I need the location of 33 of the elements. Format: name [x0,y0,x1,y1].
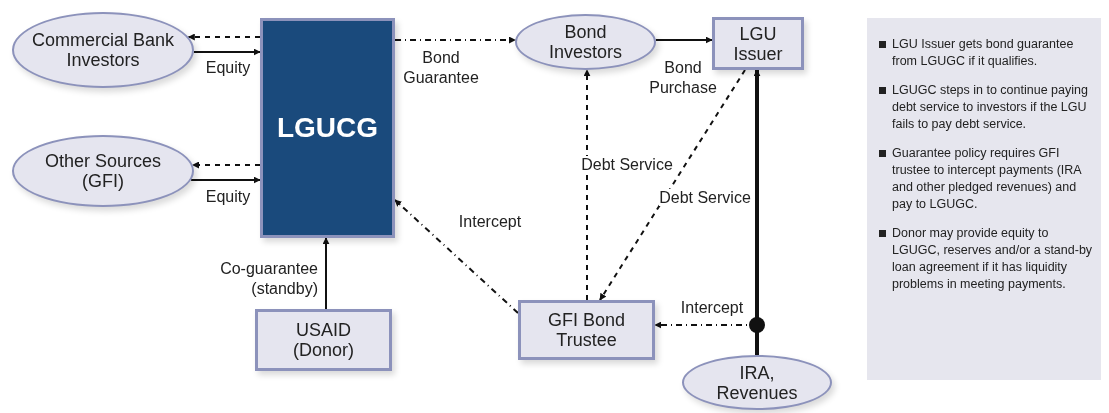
edge-label: Co-guarantee (standby) [219,259,318,299]
note-text: LGUGC steps in to continue paying debt service to investors if the LGU fails to pay debt service. [892,82,1089,133]
arrow [322,237,330,310]
arrow [654,36,713,44]
edge-label: Intercept [457,212,523,232]
process-box [712,17,804,70]
process-box [255,309,392,371]
node-label: GFI Bond Trustee [546,310,626,350]
edge-label: Debt Service [658,188,752,208]
process-box [260,18,395,238]
process-box [518,300,655,360]
arrow [187,33,261,41]
arrow [192,48,261,56]
node-label: Commercial Bank Investors [30,30,175,70]
node-label: Other Sources (GFI) [43,151,163,191]
arrow [394,199,519,314]
arrow [753,69,761,355]
edge-label: Intercept [679,298,745,318]
arrow [394,36,517,44]
arrow [583,69,591,301]
oval-node [682,355,832,410]
node-label: IRA, Revenues [716,362,798,403]
arrow [599,69,746,301]
edge-label: Equity [204,58,252,78]
node-label: USAID (Donor) [292,320,355,360]
oval-node [515,14,656,70]
note-text: Guarantee policy requires GFI trustee to intercept payments (IRA and other pledged revenues) and pay to LGUGC. [892,145,1083,213]
node-label: LGU Issuer [732,23,784,64]
note-text: Donor may provide equity to LGUGC, reserves and/or a stand-by loan agreement if it has liquidity problems in meeting payments. [892,225,1094,293]
node-label: Bond Investors [548,22,623,62]
node-label: LGUCG [276,111,379,145]
note-text: LGU Issuer gets bond guarantee from LGUGC if it qualifies. [892,36,1075,70]
edge-label: Equity [204,187,252,207]
